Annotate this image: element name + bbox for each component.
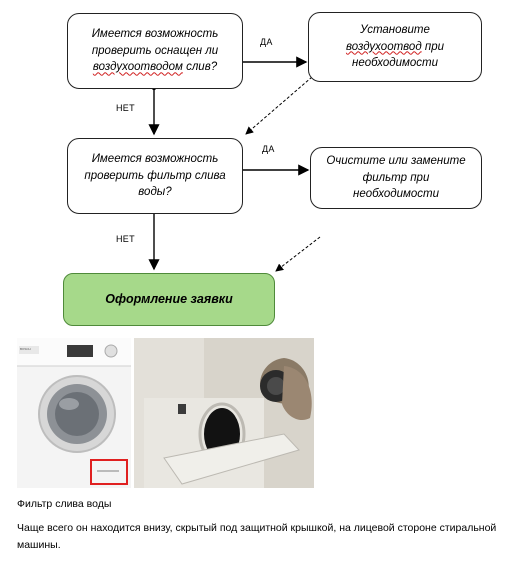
a2-line1: Очистите или замените (326, 154, 466, 167)
label-no-1: НЕТ (116, 103, 135, 113)
final-label: Оформление заявки (105, 292, 233, 307)
q1-line3-underlined: воздухоотводом (92, 61, 183, 74)
q1-line2: проверить оснащен ли (91, 44, 219, 57)
a1-line2-underlined: воздухоотвод (345, 40, 422, 53)
action-box-2: Очистите или замените фильтр при необход… (310, 147, 482, 209)
washing-machine-photo: BOSCH (17, 338, 131, 488)
a1-line1: Установите (360, 23, 430, 36)
a1-line3: необходимости (352, 57, 438, 70)
action-box-1: Установите воздухоотвод при необходимост… (308, 12, 482, 82)
flowchart-connectors (148, 56, 321, 272)
question-box-1: Имеется возможность проверить оснащен ли… (67, 13, 243, 89)
drain-filter-illustration (134, 338, 314, 488)
label-yes-2: ДА (262, 144, 275, 154)
q2-line2: проверить фильтр слива (84, 169, 226, 182)
q2-line3: воды? (138, 186, 172, 199)
description-text: Чаще всего он находится внизу, скрытый п… (17, 522, 497, 551)
q2-line1: Имеется возможность (91, 152, 219, 165)
washing-machine-illustration (17, 338, 131, 488)
label-yes-1: ДА (260, 37, 273, 47)
drain-filter-photo (134, 338, 314, 488)
q1-line3: слив? (182, 61, 218, 74)
question-box-2: Имеется возможность проверить фильтр сли… (67, 138, 243, 214)
q1-line1: Имеется возможность (91, 27, 219, 40)
final-box: Оформление заявки (63, 273, 275, 326)
brand-label: BOSCH (20, 347, 31, 351)
photo-caption: Фильтр слива воды (17, 498, 112, 510)
arrow-dashed-1 (245, 76, 313, 135)
arrow-dashed-2 (275, 236, 321, 272)
a1-line2: при (421, 40, 445, 53)
a2-line2: фильтр при необходимости (353, 171, 439, 201)
label-no-2: НЕТ (116, 234, 135, 244)
